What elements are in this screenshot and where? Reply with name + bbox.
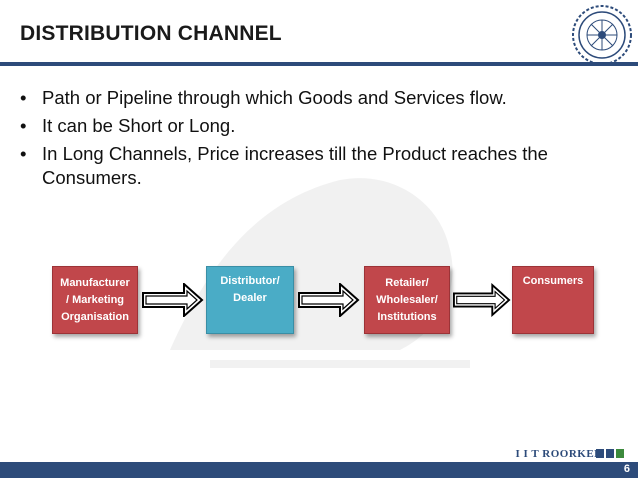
bullet-text: In Long Channels, Price increases till t… [42, 143, 548, 188]
iit-roorkee-seal-icon [572, 5, 632, 65]
page-number: 6 [623, 463, 630, 475]
title-divider [0, 62, 638, 66]
manufacturer-label: Manufacturer / Marketing Organisation [60, 276, 130, 323]
bullet-text: Path or Pipeline through which Goods and… [42, 87, 507, 108]
footer-brand: I I T ROORKEE [515, 448, 602, 460]
bullet-item: • In Long Channels, Price increases till … [20, 142, 610, 190]
bullet-dot: • [20, 87, 27, 108]
consumers-box: Consumers [512, 266, 594, 334]
retailer-label: Retailer/ Wholesaler/ Institutions [376, 276, 438, 323]
bullet-dot: • [20, 115, 27, 136]
bullet-list: • Path or Pipeline through which Goods an… [20, 86, 610, 194]
right-arrow-icon [453, 283, 511, 317]
distributor-label: Distributor/ Dealer [220, 275, 280, 304]
bullet-item: • Path or Pipeline through which Goods an… [20, 86, 610, 110]
right-arrow-icon [142, 283, 204, 317]
right-arrow-icon [298, 283, 360, 317]
slide-title: DISTRIBUTION CHANNEL [20, 22, 282, 45]
bullet-item: • It can be Short or Long. [20, 114, 610, 138]
bullet-dot: • [20, 143, 27, 164]
brand-squares-icon [596, 449, 624, 458]
consumers-label: Consumers [522, 275, 584, 287]
retailer-box: Retailer/ Wholesaler/ Institutions [364, 266, 450, 334]
manufacturer-box: Manufacturer / Marketing Organisation [52, 266, 138, 334]
bullet-text: It can be Short or Long. [42, 115, 236, 136]
footer-band [0, 462, 638, 478]
distributor-box: Distributor/ Dealer [206, 266, 294, 334]
